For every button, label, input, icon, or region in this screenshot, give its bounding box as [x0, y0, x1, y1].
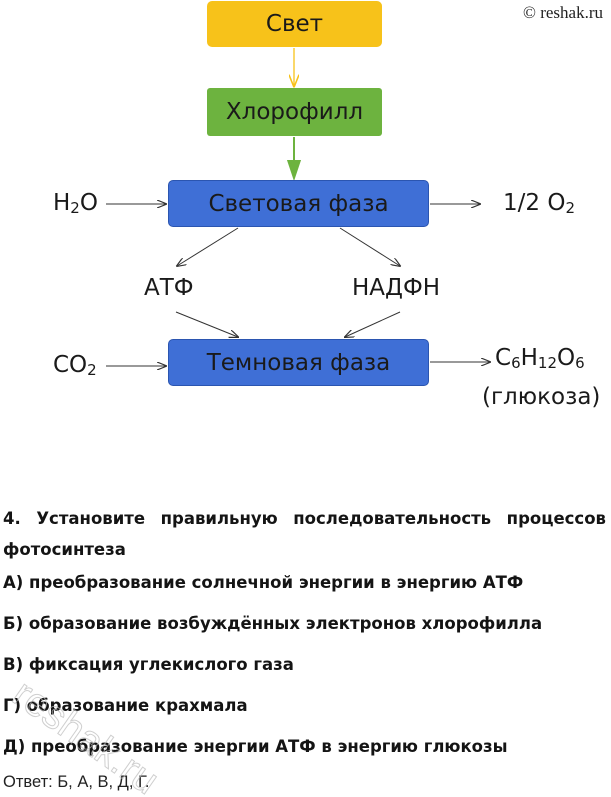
site-watermark: © reshak.ru: [523, 3, 603, 22]
chlorophyll-label: Хлорофилл: [225, 99, 364, 125]
light-phase-label: Световая фаза: [208, 190, 389, 217]
option-c: В) фиксация углекислого газа: [3, 655, 294, 674]
dark-phase-label: Темновая фаза: [206, 349, 391, 376]
co2-label: CO2: [53, 352, 97, 379]
h2o-label: H2O: [53, 190, 98, 217]
light-box: Свет: [207, 1, 382, 47]
glucose-name: (глюкоза): [482, 384, 601, 410]
option-b: Б) образование возбуждённых электронов х…: [3, 614, 543, 633]
option-e: Д) преобразование энергии АТФ в энергию …: [3, 737, 508, 756]
arrow-light-phase-to-nadph: [339, 227, 400, 266]
diagram-arrows: [106, 48, 611, 480]
light-phase-box: Световая фаза: [168, 180, 429, 227]
dark-phase-box: Темновая фаза: [168, 339, 429, 386]
arrow-light-phase-to-atp: [177, 227, 239, 266]
option-d: Г) образование крахмала: [3, 696, 248, 715]
option-a: А) преобразование солнечной энергии в эн…: [3, 573, 524, 592]
light-label: Свет: [265, 11, 324, 37]
answer-text: Ответ: Б, А, В, Д, Г.: [3, 773, 150, 791]
arrow-atp-to-dark-phase: [175, 311, 238, 337]
atp-label: АТФ: [144, 275, 194, 301]
arrow-nadph-to-dark-phase: [345, 311, 401, 337]
glucose-formula: C6H12O6: [495, 345, 585, 372]
chlorophyll-box: Хлорофилл: [207, 88, 382, 136]
nadph-label: НАДФН: [352, 275, 441, 301]
question-title: 4. Установите правильную последовательно…: [3, 509, 606, 559]
o2-label: 1/2 O2: [503, 190, 575, 217]
